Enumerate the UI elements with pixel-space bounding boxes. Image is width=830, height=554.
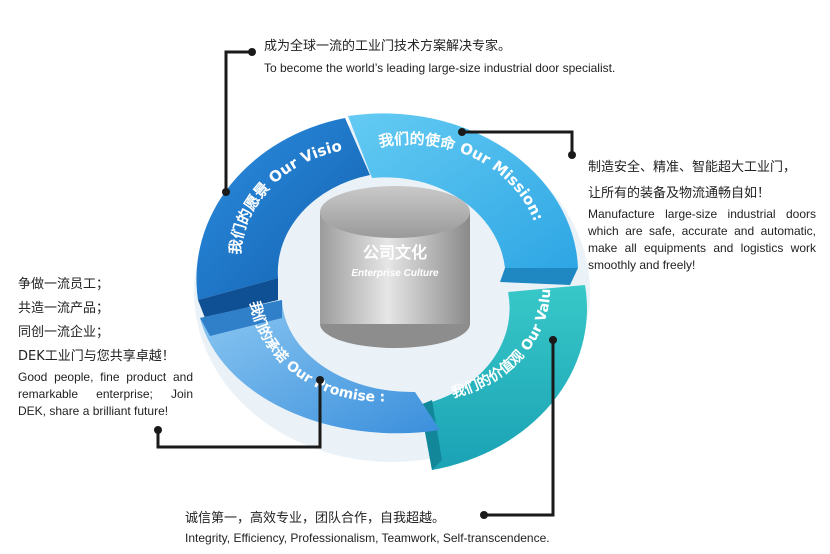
mission-connector [462,130,574,155]
mission-cn-1: 制造安全、精准、智能超大工业门， [588,160,797,175]
mission-segment [348,113,578,269]
promise-segment-side [200,300,282,336]
values-connector [484,340,555,517]
promise-cn-3: 同创一流企业； [18,325,110,340]
vision-segment [196,118,370,300]
promise-cn-4: DEK工业门与您共享卓越！ [18,349,175,364]
connectors [156,50,574,517]
mission-en: Manufacture large-size industrial doors … [588,207,816,272]
vision-connector [224,50,252,192]
values-en: Integrity, Efficiency, Professionalism, … [185,531,550,545]
promise-cn-2: 共造一流产品； [18,301,110,316]
values-segment [420,285,587,470]
promise-cn-1: 争做一流员工； [18,277,110,292]
vision-en: To become the world’s leading large-size… [264,61,616,75]
center-subtitle: Enterprise Culture [351,268,439,279]
mission-segment-side [500,268,578,285]
center-title: 公司文化 [363,243,427,262]
mission-cn-2: 让所有的装备及物流通畅自如！ [588,186,771,201]
values-cn: 诚信第一，高效专业，团队合作，自我超越。 [185,511,446,526]
vision-cn: 成为全球一流的工业门技术方案解决专家。 [264,39,512,54]
connector-dots [154,48,576,519]
center-cylinder [320,186,470,348]
vision-segment-side [198,278,278,318]
promise-connector [156,380,322,449]
promise-en: Good people, fine product and remarkable… [18,370,193,418]
promise-segment [200,300,440,434]
